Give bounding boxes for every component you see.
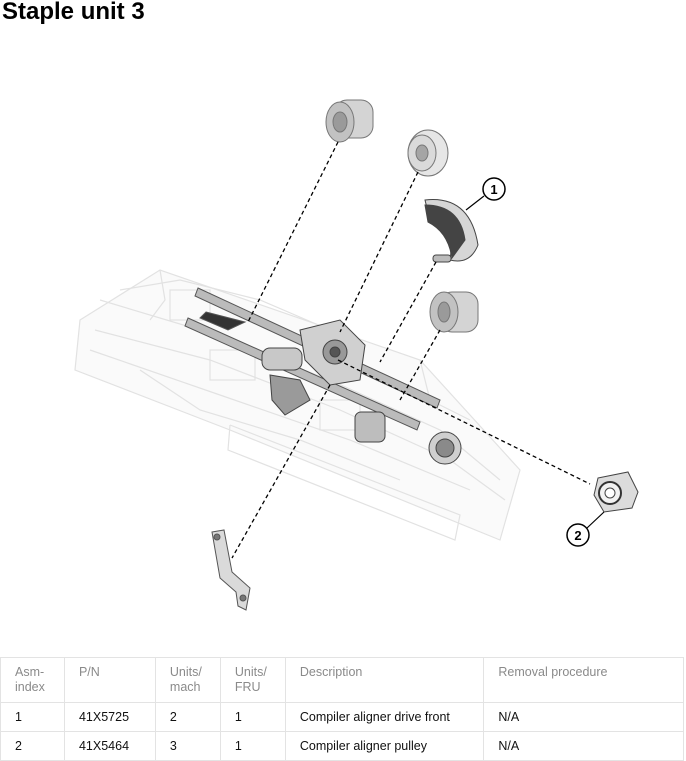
cell-units-mach: 2	[154, 702, 221, 732]
table-row: 2 41X5464 3 1 Compiler aligner pulley N/…	[0, 731, 684, 761]
bearing-part	[407, 129, 449, 177]
cell-pn: 41X5464	[63, 731, 156, 761]
page-title: Staple unit 3	[2, 0, 145, 25]
cell-asm-index: 2	[0, 731, 65, 761]
cell-pn: 41X5725	[63, 702, 156, 732]
cell-asm-index: 1	[0, 702, 65, 732]
compiler-aligner-pulley-part-2	[593, 471, 639, 513]
cell-description: Compiler aligner pulley	[284, 731, 485, 761]
callout-2-label: 2	[574, 528, 581, 543]
pulley-part-middle	[429, 291, 479, 333]
lever-part	[211, 529, 251, 611]
parts-table: Asm- index P/N Units/ mach Units/ FRU De…	[0, 657, 684, 761]
col-header-asm-index: Asm- index	[0, 657, 65, 703]
col-header-units-mach: Units/ mach	[154, 657, 221, 703]
col-header-removal-procedure: Removal procedure	[483, 657, 684, 703]
compiler-aligner-drive-front-part	[424, 199, 479, 263]
callout-2: 2	[566, 511, 605, 547]
drive-assembly	[261, 319, 462, 465]
cell-removal-procedure: N/A	[483, 702, 684, 732]
col-header-description: Description	[284, 657, 485, 703]
table-row: 1 41X5725 2 1 Compiler aligner drive fro…	[0, 702, 684, 732]
cell-units-mach: 3	[154, 731, 221, 761]
callout-1-label: 1	[490, 182, 497, 197]
cell-units-fru: 1	[219, 702, 286, 732]
callout-1: 1	[465, 177, 506, 211]
table-header-row: Asm- index P/N Units/ mach Units/ FRU De…	[0, 657, 684, 703]
cell-units-fru: 1	[219, 731, 286, 761]
exploded-parts-diagram: 1 2	[74, 99, 639, 611]
col-header-units-fru: Units/ FRU	[219, 657, 286, 703]
compiler-aligner-pulley-part	[325, 99, 374, 143]
col-header-pn: P/N	[63, 657, 156, 703]
dashed-leader-lines	[231, 141, 591, 559]
cell-description: Compiler aligner drive front	[284, 702, 485, 732]
cell-removal-procedure: N/A	[483, 731, 684, 761]
